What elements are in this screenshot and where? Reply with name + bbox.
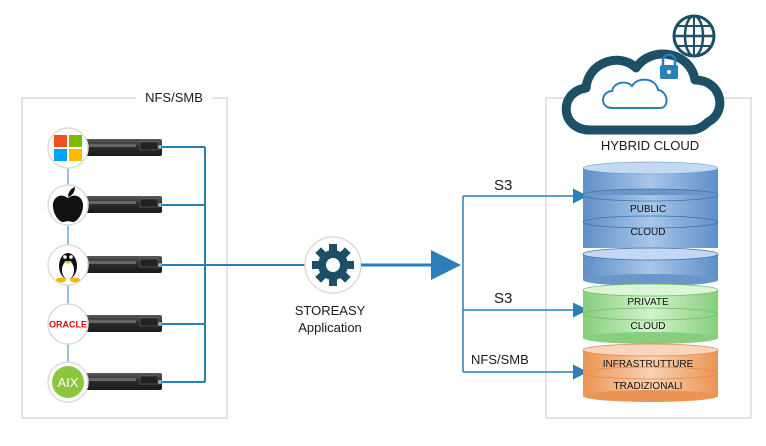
s3-mid-label: S3 <box>494 290 513 307</box>
public-cloud-label-2: CLOUD <box>630 227 666 238</box>
apple-icon <box>47 184 89 226</box>
s3-top-label: S3 <box>494 177 513 194</box>
globe-icon <box>672 14 716 58</box>
cloud-lock-icon <box>561 49 725 135</box>
client-bus-lines <box>162 146 305 383</box>
app-title: STOREASY <box>294 303 366 318</box>
oracle-icon: ORACLE <box>47 303 89 345</box>
aix-icon: AIX <box>47 361 89 403</box>
hybrid-cloud-title: HYBRID CLOUD <box>600 138 700 153</box>
oracle-icon-text: ORACLE <box>49 320 87 330</box>
aix-icon-text: AIX <box>58 375 79 390</box>
traditional-label-2: TRADIZIONALI <box>613 381 683 392</box>
gear-icon <box>304 236 362 294</box>
windows-icon <box>47 127 89 169</box>
server-rack-1 <box>82 139 162 156</box>
private-cloud-label-2: CLOUD <box>630 321 666 332</box>
server-rack-4 <box>82 315 162 332</box>
traditional-label-1: INFRASTRUTTURE <box>602 359 694 370</box>
server-rack-3 <box>82 256 162 273</box>
private-cloud-label-1: PRIVATE <box>627 297 669 308</box>
server-rack-5 <box>82 373 162 390</box>
public-cloud-disks <box>582 161 719 286</box>
app-output-lines <box>361 188 588 380</box>
server-rack-2 <box>82 196 162 213</box>
public-cloud-label-1: PUBLIC <box>629 204 667 215</box>
private-cloud-disks <box>582 283 719 344</box>
traditional-disks <box>582 343 719 402</box>
left-box-label: NFS/SMB <box>136 90 212 105</box>
left-group-box <box>21 97 228 419</box>
app-subtitle: Application <box>298 320 362 335</box>
nfs-bottom-label: NFS/SMB <box>471 352 529 367</box>
linux-icon <box>47 244 89 286</box>
